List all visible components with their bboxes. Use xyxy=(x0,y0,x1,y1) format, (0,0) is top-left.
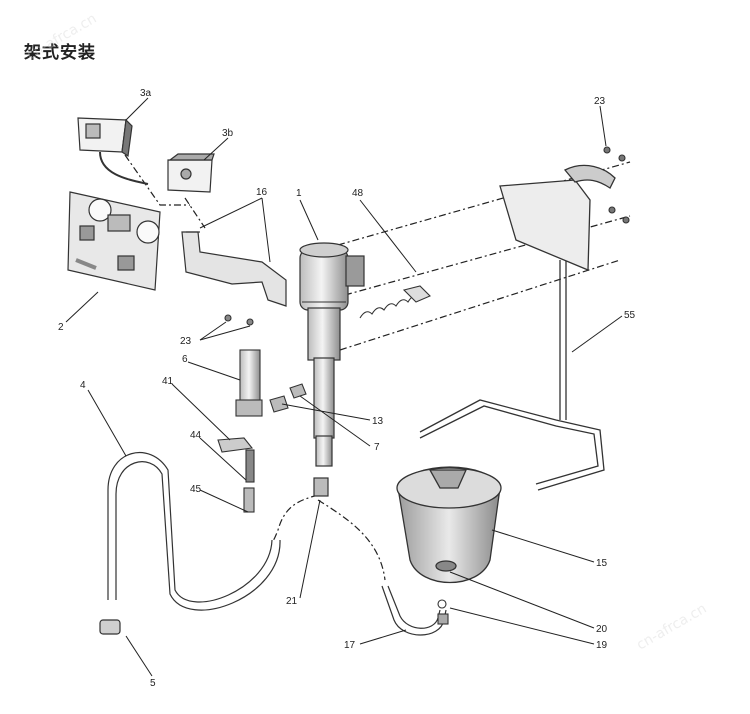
label-6: 6 xyxy=(182,354,188,365)
label-4: 4 xyxy=(80,380,86,391)
label-7: 7 xyxy=(374,442,380,453)
part-1-pump xyxy=(299,242,365,497)
label-20: 20 xyxy=(596,624,608,635)
label-15: 15 xyxy=(596,558,608,569)
page-title: 架式安装 xyxy=(24,43,96,63)
part-16-mounting-bracket xyxy=(181,231,287,307)
callout-labels: 3a 3b 16 1 48 23 2 23 6 41 44 45 4 13 7 … xyxy=(58,88,636,689)
label-21: 21 xyxy=(286,596,298,607)
part-2-air-control-module xyxy=(67,191,161,291)
part-3a-air-controls-cover xyxy=(77,117,149,185)
part-20-19-fittings xyxy=(437,599,449,625)
watermark-right: cn-afrca.cn xyxy=(634,601,709,654)
label-13: 13 xyxy=(372,416,384,427)
label-23-top: 23 xyxy=(594,96,606,107)
part-4-hose xyxy=(107,452,281,611)
part-15-hopper xyxy=(396,466,502,584)
label-3a: 3a xyxy=(140,88,152,99)
label-1: 1 xyxy=(296,188,302,199)
label-2: 2 xyxy=(58,322,64,333)
part-17-suction-tube xyxy=(381,585,447,636)
watermark-top: cn-afrca.cn xyxy=(24,11,99,64)
label-55: 55 xyxy=(624,310,636,321)
assembly-dash-lines xyxy=(124,154,631,581)
label-19: 19 xyxy=(596,640,608,651)
label-48: 48 xyxy=(352,188,364,199)
label-23-mid: 23 xyxy=(180,336,192,347)
part-48-clamp xyxy=(359,285,431,319)
label-44: 44 xyxy=(190,430,202,441)
label-45: 45 xyxy=(190,484,202,495)
label-5: 5 xyxy=(150,678,156,689)
label-41: 41 xyxy=(162,376,174,387)
part-5-cap xyxy=(99,619,121,635)
part-55-stand xyxy=(419,164,616,491)
label-17: 17 xyxy=(344,640,356,651)
part-3b-cover xyxy=(167,153,215,193)
label-3b: 3b xyxy=(222,128,234,139)
label-16: 16 xyxy=(256,187,268,198)
small-parts xyxy=(217,146,630,513)
leader-lines xyxy=(65,97,623,677)
